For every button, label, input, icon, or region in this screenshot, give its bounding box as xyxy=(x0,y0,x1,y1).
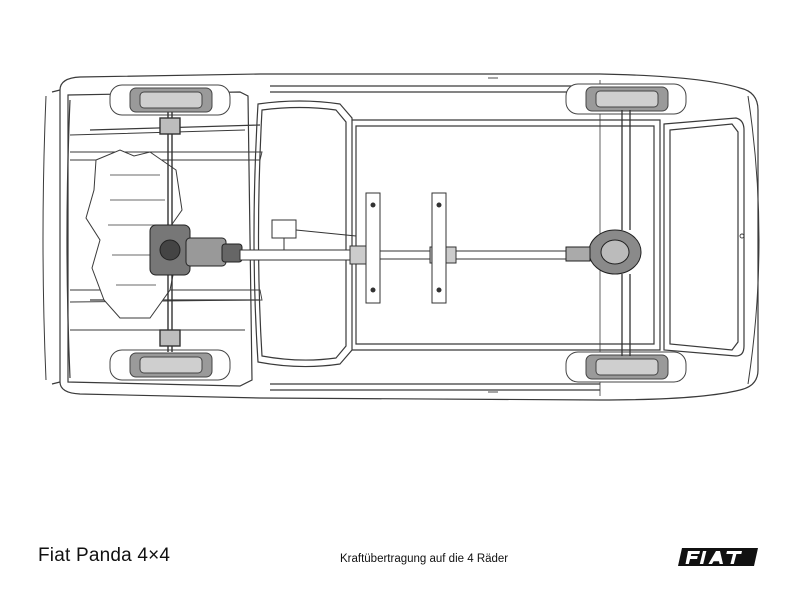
gearbox-transfer-case xyxy=(149,224,243,276)
propeller-shaft xyxy=(239,245,567,265)
diagram-caption: Kraftübertragung auf die 4 Räder xyxy=(340,553,509,565)
rear-window xyxy=(663,117,745,357)
front-right-wheel xyxy=(109,349,231,381)
vehicle-title: Fiat Panda 4×4 xyxy=(38,545,171,566)
rear-differential xyxy=(565,229,642,275)
car-body-outline xyxy=(59,73,759,401)
engine-block xyxy=(85,149,183,319)
rear-right-wheel xyxy=(565,351,687,383)
windshield-frame xyxy=(253,100,353,368)
shaft-support-brackets xyxy=(365,192,447,304)
front-axle xyxy=(159,112,181,352)
roof-panel xyxy=(352,119,661,351)
fiat-logo: FIAT xyxy=(678,546,760,573)
drivetrain-cutaway-diagram xyxy=(42,73,760,401)
rear-axle xyxy=(621,110,631,356)
gear-linkage xyxy=(271,219,357,250)
front-left-wheel xyxy=(109,84,231,116)
rear-left-wheel xyxy=(565,83,687,115)
